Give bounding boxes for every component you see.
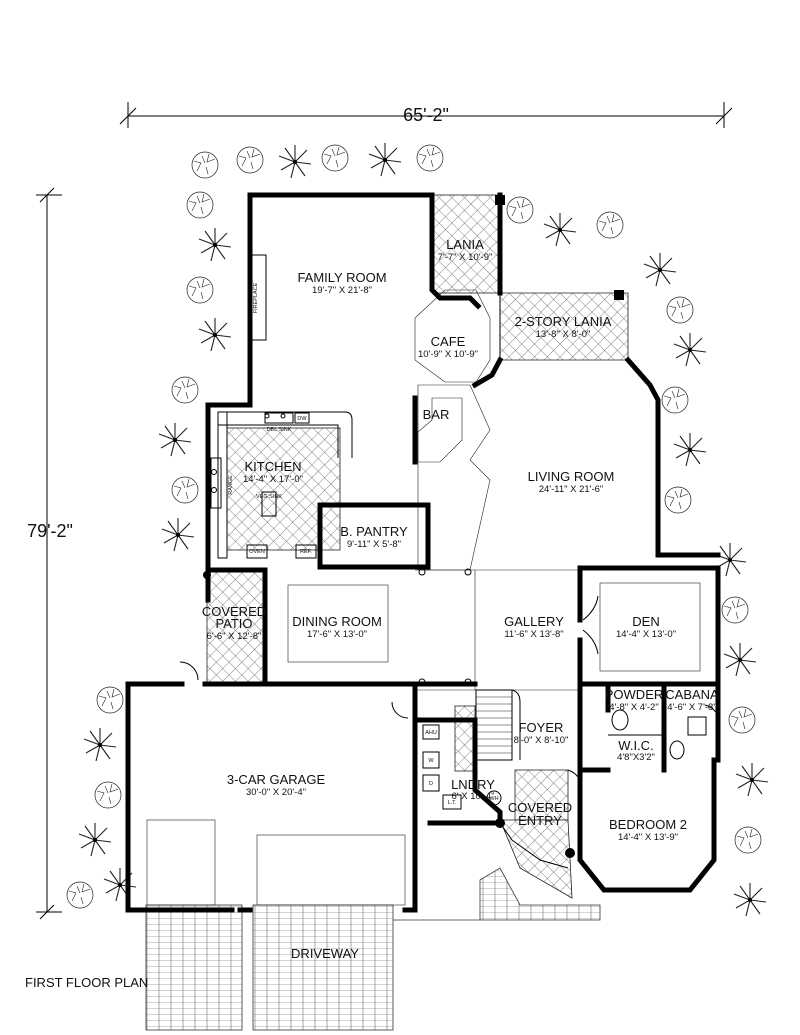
veg-sink-tag: VEG SINK	[256, 494, 282, 500]
gallery-label: GALLERY	[504, 614, 564, 629]
garage-label: 3-CAR GARAGE	[227, 772, 326, 787]
laundry-tub-tag: L.T.	[448, 800, 457, 806]
family-room-label: FAMILY ROOM	[297, 270, 386, 285]
dbl-sink-tag: DBL SINK	[267, 427, 292, 433]
bedroom2-size: 14'-4" X 13'-9"	[618, 832, 678, 843]
stairs	[475, 689, 521, 761]
powder-size: 4'-8" X 4'-2"	[609, 702, 658, 713]
overall-depth-dimension	[36, 187, 62, 920]
butler-pantry-label: B. PANTRY	[340, 524, 408, 539]
bedroom2-label: BEDROOM 2	[609, 817, 687, 832]
oven-tag: OVEN	[249, 549, 265, 555]
dishwasher-tag: DW	[297, 416, 307, 422]
cafe-label: CAFE	[431, 334, 466, 349]
kitchen-size: 14'-4" X 17'-0"	[243, 474, 303, 485]
overall-depth-label: 79'-2"	[27, 521, 73, 541]
dining-room-size: 17'-6" X 13'-0"	[307, 629, 367, 640]
covered-entry-label-2: ENTRY	[518, 813, 562, 828]
living-room-size: 24'-11" X 21'-6"	[539, 484, 604, 495]
lania-label: LANIA	[446, 237, 484, 252]
lania-size: 7'-7" X 10'-9"	[438, 252, 493, 263]
living-room-label: LIVING ROOM	[528, 469, 615, 484]
ahu-tag: AHU	[425, 730, 437, 736]
wic-label: W.I.C.	[618, 738, 653, 753]
plan-title: FIRST FLOOR PLAN	[25, 975, 148, 990]
overall-width-dimension	[119, 102, 733, 128]
paving-areas	[145, 194, 629, 1031]
columns	[203, 195, 624, 858]
wic-size: 4'8"X3'2"	[617, 752, 655, 763]
foyer-label: FOYER	[519, 720, 564, 735]
driveway-label: DRIVEWAY	[291, 946, 359, 961]
two-story-lania-label: 2-STORY LANIA	[515, 314, 612, 329]
fireplace-tag: FIREPLACE	[253, 282, 259, 313]
gallery-size: 11'-6" X 13'-8"	[504, 629, 563, 640]
den-label: DEN	[632, 614, 659, 629]
water-heater-tag: WH	[489, 796, 498, 802]
covered-patio-label-2: PATIO	[215, 616, 252, 631]
cabana-label: CABANA	[665, 687, 719, 702]
covered-patio-label-1: COVERED	[202, 604, 266, 619]
family-room-size: 19'-7" X 21'-8"	[312, 285, 372, 296]
dryer-tag: D	[429, 781, 433, 787]
two-story-lania-size: 13'-8" X 8'-0"	[536, 329, 591, 340]
laundry-label: LNDRY	[451, 777, 495, 792]
laundry-size: 6' X 10'-4"	[452, 791, 495, 802]
kitchen-label: KITCHEN	[244, 459, 301, 474]
ref-tag: REF.	[300, 549, 312, 555]
cafe-size: 10'-9" X 10'-9"	[418, 349, 478, 360]
range-tag: RANGE	[228, 475, 234, 495]
butler-pantry-size: 9'-11" X 5'-8"	[347, 539, 401, 550]
washer-tag: W	[428, 758, 434, 764]
garage-size: 30'-0" X 20'-4"	[246, 787, 306, 798]
den-size: 14'-4" X 13'-0"	[616, 629, 676, 640]
kitchen-cabinets	[210, 411, 353, 559]
covered-patio-size: 6'-6" X 12'-8"	[207, 631, 262, 642]
bar-label: BAR	[423, 407, 450, 422]
powder-label: POWDER	[605, 687, 664, 702]
interior-outlines	[146, 289, 701, 906]
walls	[125, 192, 721, 913]
covered-entry-label-1: COVERED	[508, 800, 572, 815]
overall-width-label: 65'-2"	[403, 105, 449, 125]
cabana-size: 4'-6" X 7'-8"	[667, 702, 716, 713]
dining-room-label: DINING ROOM	[292, 614, 382, 629]
foyer-size: 8'-0" X 8'-10"	[514, 735, 569, 746]
